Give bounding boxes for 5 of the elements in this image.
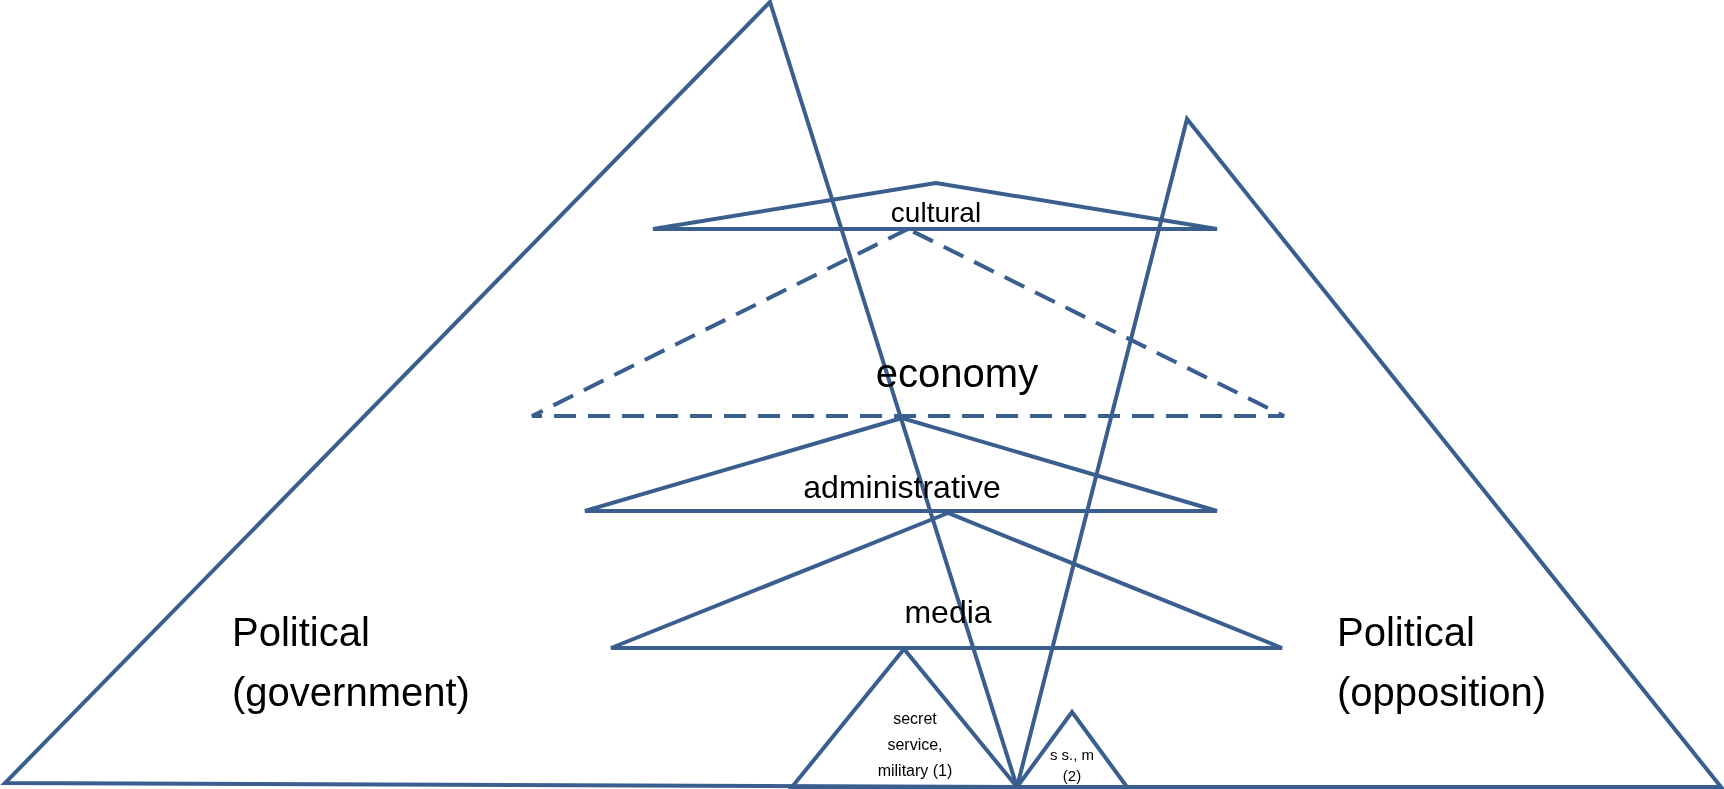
triangle-label: Political (government)	[232, 609, 471, 716]
triangle-label: secret service, military (1)	[876, 709, 954, 781]
triangle-label: cultural	[889, 197, 983, 229]
triangle-label: s s., m (2)	[1048, 745, 1096, 786]
triangle-label: Political (opposition)	[1337, 609, 1547, 716]
